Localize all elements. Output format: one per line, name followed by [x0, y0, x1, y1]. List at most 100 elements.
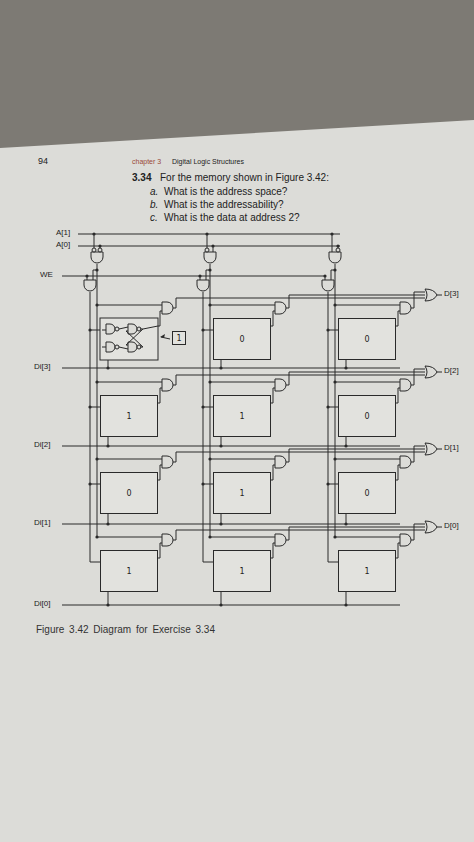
chapter-header: chapter 3	[132, 158, 161, 166]
junction-dot	[88, 405, 91, 408]
read-bus	[173, 452, 425, 462]
junction-dot	[208, 303, 211, 306]
page-number: 94	[38, 157, 48, 167]
wire	[335, 537, 400, 538]
memory-cell: 1	[213, 395, 271, 437]
wire	[331, 270, 335, 280]
and-gate	[84, 280, 96, 291]
wire	[210, 305, 275, 306]
question-text: What is the data at address 2?	[164, 212, 300, 223]
figure-caption: Figure 3.42 Diagram for Exercise 3.34	[36, 624, 215, 635]
address-line	[78, 234, 340, 235]
junction-dot	[95, 457, 98, 460]
junction-dot	[198, 274, 201, 277]
wire	[93, 270, 97, 280]
question-text: What is the address space?	[164, 186, 287, 197]
data-in-line	[62, 524, 400, 525]
data-out-line	[437, 449, 442, 450]
write-select-line	[203, 292, 204, 562]
and-gate	[91, 252, 103, 263]
data-in-line	[62, 605, 400, 606]
junction-dot	[344, 444, 347, 447]
or-gate	[425, 366, 437, 378]
junction-dot	[95, 535, 98, 538]
and-gate	[400, 534, 411, 546]
wire	[335, 382, 400, 383]
cell-value: 1	[364, 567, 369, 576]
address-tap	[207, 234, 208, 248]
wire	[97, 537, 162, 538]
wire	[210, 382, 275, 383]
data-out-line	[437, 372, 442, 373]
and-gate	[400, 456, 411, 468]
write-select-line	[90, 292, 91, 562]
junction-dot	[201, 405, 204, 408]
nand-gate	[128, 342, 137, 352]
or-gate	[425, 289, 437, 301]
nand-gate	[106, 324, 115, 334]
memory-cell: 0	[213, 318, 271, 360]
junction-dot	[219, 522, 222, 525]
address-tap	[332, 234, 333, 252]
inverter-bubble	[336, 248, 340, 252]
question-text: What is the addressability?	[164, 199, 284, 210]
memory-cell: 1	[213, 472, 271, 514]
wire	[203, 562, 213, 563]
junction-dot	[326, 482, 329, 485]
leader-arrowhead	[160, 334, 165, 338]
cell-value: 1	[126, 412, 131, 421]
signal-name: Di[3]	[34, 363, 50, 372]
and-gate	[162, 302, 173, 314]
and-gate	[162, 534, 173, 546]
and-gate	[329, 252, 341, 263]
inverter-bubble	[115, 345, 119, 349]
and-gate	[204, 252, 216, 263]
junction-dot	[208, 535, 211, 538]
nand-gate	[106, 342, 115, 352]
signal-name: D[3]	[444, 290, 459, 299]
and-gate	[162, 379, 173, 391]
cross-coupling	[126, 329, 143, 345]
junction-dot	[211, 244, 214, 247]
junction-dot	[88, 482, 91, 485]
and-gate	[275, 456, 286, 468]
wire	[143, 326, 158, 329]
wire	[346, 592, 347, 605]
latch-box	[100, 318, 158, 360]
junction-dot	[88, 328, 91, 331]
wire	[206, 270, 210, 280]
signal-name: WE	[40, 271, 53, 280]
junction-dot	[330, 232, 333, 235]
junction-dot	[98, 244, 101, 247]
junction-dot	[219, 603, 222, 606]
signal-name: D[1]	[444, 444, 459, 453]
junction-dot	[201, 482, 204, 485]
junction-dot	[95, 303, 98, 306]
wire	[210, 459, 275, 460]
wire	[396, 543, 400, 558]
item-letter: c.	[150, 212, 158, 223]
cell-value: 1	[239, 412, 244, 421]
memory-cell: 1	[338, 550, 396, 592]
signal-name: Di[2]	[34, 441, 50, 450]
junction-dot	[333, 535, 336, 538]
signal-name: A[1]	[56, 229, 70, 238]
wire	[102, 330, 106, 331]
cell-value: 1	[239, 489, 244, 498]
wire	[158, 311, 162, 326]
wire	[97, 382, 162, 383]
memory-cell: 0	[338, 472, 396, 514]
junction-dot	[106, 522, 109, 525]
junction-dot	[208, 457, 211, 460]
data-out-line	[437, 295, 442, 296]
exercise-text: For the memory shown in Figure 3.42:	[160, 172, 329, 183]
read-bus	[173, 298, 425, 308]
cell-value: 0	[239, 335, 244, 344]
junction-dot	[326, 328, 329, 331]
and-gate	[162, 456, 173, 468]
memory-cell: 0	[338, 318, 396, 360]
or-gate	[425, 521, 437, 533]
exercise-number: 3.34	[132, 172, 151, 183]
junction-dot	[106, 603, 109, 606]
